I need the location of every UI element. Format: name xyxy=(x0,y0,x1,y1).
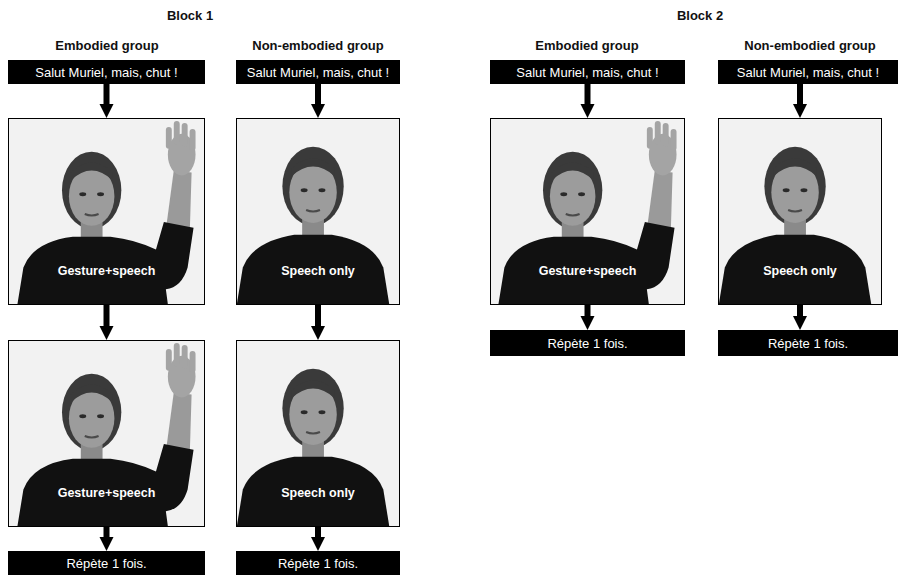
instruction-text: Répète 1 fois. xyxy=(760,336,856,351)
flow-arrow xyxy=(797,305,803,316)
condition-text: Gesture+speech xyxy=(58,486,156,526)
speaker-figure xyxy=(9,341,205,526)
video-frame: Speech only xyxy=(236,340,400,527)
video-frame: Speech only xyxy=(718,118,882,305)
flow-arrow xyxy=(585,84,591,104)
flow-arrow xyxy=(104,527,110,537)
flow-arrow xyxy=(104,84,110,104)
speaker-figure xyxy=(491,119,685,304)
condition-text: Speech only xyxy=(281,264,355,304)
video-frame: Gesture+speech xyxy=(490,118,685,305)
instruction-bar: Répète 1 fois. xyxy=(236,551,400,575)
flow-arrow xyxy=(797,84,803,104)
condition-text: Speech only xyxy=(281,486,355,526)
instruction-text: Répète 1 fois. xyxy=(270,556,366,571)
instruction-text: Salut Muriel, mais, chut ! xyxy=(239,65,397,80)
video-frame: Gesture+speech xyxy=(8,340,205,527)
speaker-figure xyxy=(9,119,205,304)
instruction-text: Salut Muriel, mais, chut ! xyxy=(508,65,666,80)
instruction-text: Salut Muriel, mais, chut ! xyxy=(27,65,185,80)
group-heading: Embodied group xyxy=(55,38,158,53)
speaker-figure xyxy=(237,119,400,304)
instruction-text: Répète 1 fois. xyxy=(58,556,154,571)
instruction-text: Répète 1 fois. xyxy=(539,336,635,351)
instruction-bar: Répète 1 fois. xyxy=(8,551,205,575)
group-heading: Non-embodied group xyxy=(744,38,875,53)
instruction-bar: Salut Muriel, mais, chut ! xyxy=(490,60,685,84)
condition-text: Gesture+speech xyxy=(539,264,637,304)
group-heading: Non-embodied group xyxy=(252,38,383,53)
flow-arrow xyxy=(315,527,321,537)
condition-text: Speech only xyxy=(763,264,837,304)
video-frame: Speech only xyxy=(236,118,400,305)
video-frame: Gesture+speech xyxy=(8,118,205,305)
group-heading: Embodied group xyxy=(535,38,638,53)
flow-arrow xyxy=(315,305,321,326)
instruction-text: Salut Muriel, mais, chut ! xyxy=(729,65,887,80)
instruction-bar: Salut Muriel, mais, chut ! xyxy=(718,60,898,84)
flow-arrow xyxy=(315,84,321,104)
speaker-figure xyxy=(719,119,882,304)
block-heading: Block 2 xyxy=(677,8,723,23)
instruction-bar: Répète 1 fois. xyxy=(490,330,685,356)
flow-arrow xyxy=(104,305,110,326)
instruction-bar: Salut Muriel, mais, chut ! xyxy=(8,60,205,84)
instruction-bar: Répète 1 fois. xyxy=(718,330,898,356)
block-heading: Block 1 xyxy=(167,8,213,23)
flow-arrow xyxy=(585,305,591,316)
condition-text: Gesture+speech xyxy=(58,264,156,304)
speaker-figure xyxy=(237,341,400,526)
instruction-bar: Salut Muriel, mais, chut ! xyxy=(236,60,400,84)
